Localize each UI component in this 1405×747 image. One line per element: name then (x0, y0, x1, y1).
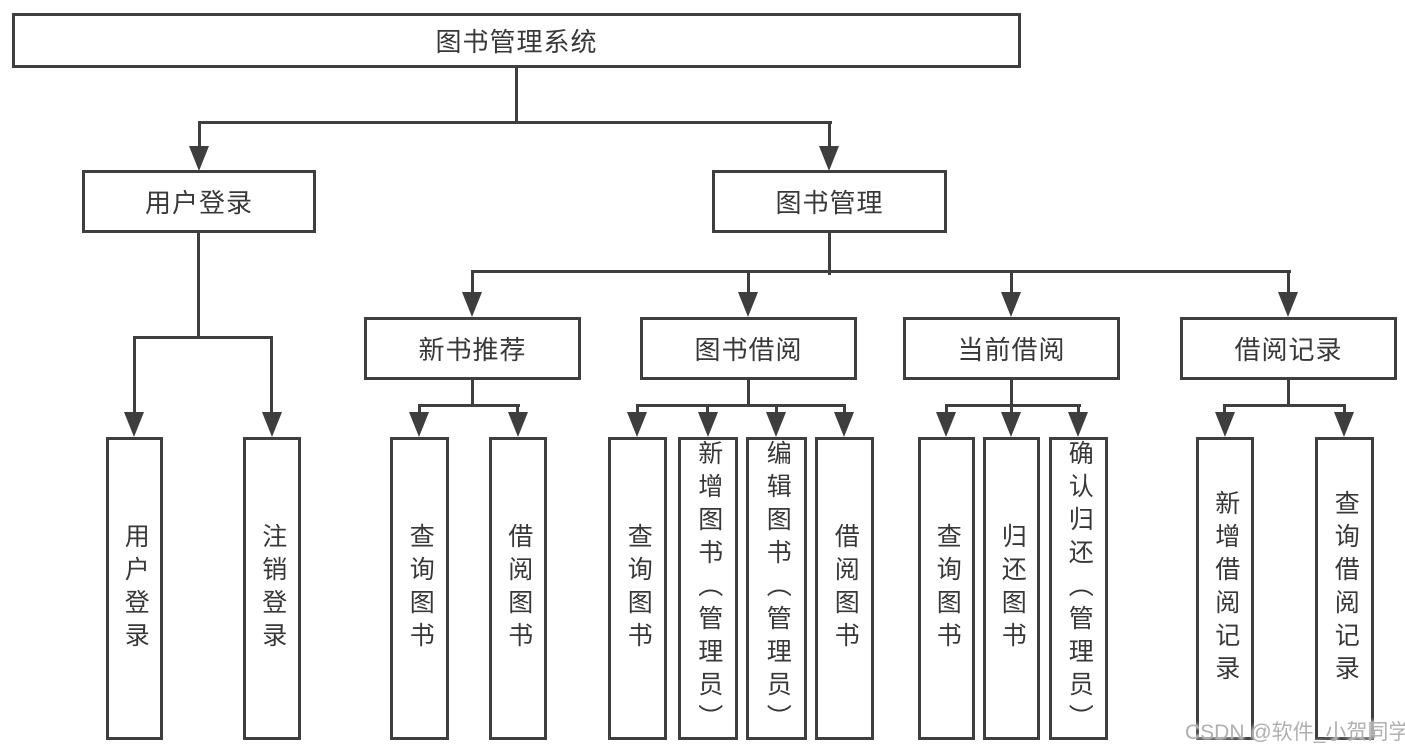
node-current-borrow: 当前借阅 (903, 317, 1120, 380)
connector-line (1343, 404, 1346, 414)
connector-arrow-down (1068, 412, 1088, 437)
connector-line (471, 270, 474, 294)
connector-line (1010, 404, 1013, 414)
connector-arrow-down (262, 412, 282, 437)
leaf-label: 归还图书 (998, 522, 1027, 655)
connector-line (636, 404, 846, 407)
node-query-books-borrow: 查询图书 (608, 437, 667, 740)
connector-arrow-down (1001, 412, 1021, 437)
connector-line (1010, 270, 1013, 294)
connector-line (636, 404, 639, 414)
connector-line (945, 404, 1081, 407)
leaf-label: 查询图书 (624, 522, 653, 655)
leaf-label: 查询图书 (406, 522, 435, 655)
leaf-label: 查询图书 (933, 522, 962, 655)
connector-line (133, 336, 136, 414)
connector-arrow-down (627, 412, 647, 437)
leaf-label: 注销登录 (258, 522, 287, 655)
connector-line (775, 404, 778, 414)
connector-line (270, 336, 273, 414)
connector-arrow-down (819, 146, 839, 171)
node-borrow-records: 借阅记录 (1180, 317, 1397, 380)
connector-arrow-down (1215, 412, 1235, 437)
connector-line (945, 404, 948, 414)
node-library-management-system: 图书管理系统 (12, 13, 1021, 68)
connector-arrow-down (936, 412, 956, 437)
connector-line (471, 270, 1291, 273)
connector-arrow-down (834, 412, 854, 437)
connector-line (706, 404, 709, 414)
connector-line (471, 380, 474, 407)
connector-line (747, 270, 750, 294)
connector-arrow-down (409, 412, 429, 437)
csdn-watermark: CSDN @软件_小贺同学 (1185, 721, 1405, 744)
connector-line (1223, 404, 1346, 407)
node-confirm-return-admin: 确认归还（管理员） (1049, 437, 1108, 740)
connector-line (1223, 404, 1226, 414)
leaf-label: 用户登录 (121, 522, 150, 655)
connector-arrow-down (738, 292, 758, 317)
connector-arrow-down (1334, 412, 1354, 437)
leaf-label: 新增借阅记录 (1211, 489, 1240, 688)
node-add-books-admin: 新增图书（管理员） (678, 437, 738, 740)
connector-line (197, 233, 200, 339)
connector-arrow-down (124, 412, 144, 437)
connector-line (418, 404, 421, 414)
leaf-label: 新增图书（管理员） (694, 440, 723, 737)
leaf-label: 借阅图书 (831, 522, 860, 655)
node-user-login: 用户登录 (82, 170, 316, 233)
node-query-borrow-record: 查询借阅记录 (1315, 437, 1374, 740)
connector-line (198, 121, 832, 124)
connector-line (1287, 380, 1290, 407)
connector-line (1077, 404, 1080, 414)
connector-line (515, 68, 518, 124)
node-borrow-books-recommend: 借阅图书 (489, 437, 547, 740)
node-logout-action: 注销登录 (243, 437, 301, 740)
node-query-books-current: 查询图书 (918, 437, 975, 740)
connector-line (133, 336, 273, 339)
connector-arrow-down (766, 412, 786, 437)
connector-arrow-down (1278, 292, 1298, 317)
connector-line (418, 404, 520, 407)
connector-arrow-down (462, 292, 482, 317)
connector-line (828, 233, 831, 275)
connector-line (1287, 270, 1290, 294)
node-book-borrow: 图书借阅 (640, 317, 857, 380)
node-query-books-recommend: 查询图书 (390, 437, 449, 740)
connector-line (198, 121, 201, 149)
leaf-label: 确认归还（管理员） (1065, 440, 1094, 737)
node-book-management: 图书管理 (712, 170, 947, 233)
leaf-label: 编辑图书（管理员） (763, 440, 792, 737)
node-return-books: 归还图书 (983, 437, 1040, 740)
node-new-book-recommend: 新书推荐 (364, 317, 581, 380)
connector-line (516, 404, 519, 414)
node-add-borrow-record: 新增借阅记录 (1196, 437, 1254, 740)
node-edit-books-admin: 编辑图书（管理员） (746, 437, 807, 740)
leaf-label: 查询借阅记录 (1331, 489, 1360, 688)
connector-arrow-down (189, 146, 209, 171)
connector-arrow-down (698, 412, 718, 437)
connector-arrow-down (508, 412, 528, 437)
connector-arrow-down (1001, 292, 1021, 317)
node-user-login-action: 用户登录 (106, 437, 163, 740)
leaf-label: 借阅图书 (504, 522, 533, 655)
connector-line (828, 121, 831, 149)
connector-line (843, 404, 846, 414)
node-borrow-books: 借阅图书 (815, 437, 874, 740)
connector-line (1010, 380, 1013, 407)
connector-line (747, 380, 750, 407)
